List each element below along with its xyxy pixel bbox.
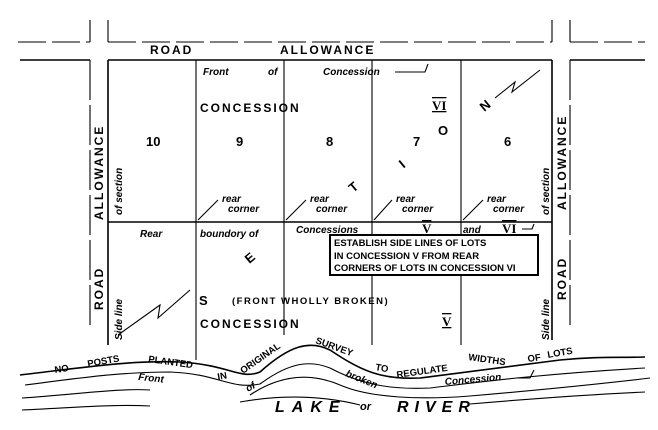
lot-6: 6 bbox=[504, 134, 511, 149]
right-allowance-label: ALLOWANCE bbox=[555, 115, 569, 210]
concession-v-numeral: V bbox=[442, 314, 452, 329]
water-river: RIVER bbox=[397, 399, 476, 416]
letter-o: O bbox=[438, 123, 448, 138]
rear-label: rear bbox=[310, 194, 330, 205]
corner-label: corner bbox=[402, 204, 434, 215]
lot-7: 7 bbox=[413, 134, 420, 149]
of-word: of bbox=[268, 67, 279, 78]
water-or: or bbox=[360, 401, 372, 413]
broken-front-arrow bbox=[517, 369, 535, 379]
broken-front-of: of bbox=[244, 380, 259, 395]
shore-word: NO bbox=[54, 363, 70, 376]
shore-word: PLANTED bbox=[148, 354, 194, 371]
front-word: Front bbox=[203, 67, 229, 78]
corner-label: corner bbox=[316, 204, 348, 215]
letter-s: S bbox=[199, 293, 208, 308]
rear-arrow bbox=[522, 223, 535, 230]
lot-10: 10 bbox=[146, 134, 160, 149]
letter-t: T bbox=[346, 179, 362, 196]
rear-boundary-v: V bbox=[422, 221, 432, 236]
section-arrow-top bbox=[494, 69, 541, 99]
right-road-label: ROAD bbox=[555, 257, 569, 300]
left-allowance-label: ALLOWANCE bbox=[92, 125, 106, 220]
concession-word: Concession bbox=[323, 67, 380, 78]
letter-e: E bbox=[242, 249, 259, 266]
rear-boundary-concessions: Concessions bbox=[296, 225, 359, 236]
top-allowance-label: ALLOWANCE bbox=[280, 43, 375, 57]
rear-label: rear bbox=[222, 194, 242, 205]
rear-boundary-of: boundory of bbox=[200, 229, 260, 240]
shore-word: LOTS bbox=[547, 346, 574, 361]
letter-n: N bbox=[477, 97, 494, 115]
note-line-3: CORNERS OF LOTS IN CONCESSION VI bbox=[334, 263, 516, 274]
shoreline-waves bbox=[19, 344, 651, 411]
note-line-1: ESTABLISH SIDE LINES OF LOTS bbox=[334, 238, 486, 249]
rear-boundary-and: and bbox=[463, 225, 482, 236]
water-lake: LAKE bbox=[275, 399, 347, 416]
shore-word: TO bbox=[374, 362, 389, 375]
rear-corner-labels: rear corner rear corner rear corner rear… bbox=[197, 194, 525, 221]
section-arrow-bottom bbox=[117, 289, 191, 336]
letter-i: I bbox=[396, 157, 408, 171]
note-line-2: IN CONCESSION V FROM REAR bbox=[334, 251, 479, 262]
left-road-label: ROAD bbox=[92, 267, 106, 310]
rear-label: rear bbox=[487, 194, 507, 205]
lot-grid bbox=[107, 59, 553, 360]
rear-boundary-rear: Rear bbox=[140, 229, 163, 240]
road-lines bbox=[18, 20, 645, 330]
lot-9: 9 bbox=[236, 134, 243, 149]
broken-front-concession: Concession bbox=[444, 372, 501, 388]
right-side-line: Side line bbox=[541, 298, 552, 340]
right-of-section: of section bbox=[541, 168, 552, 215]
shore-word: POSTS bbox=[87, 354, 121, 370]
front-arrow bbox=[395, 63, 429, 73]
broken-front-front: Front bbox=[138, 372, 165, 386]
shore-word: SURVEY bbox=[314, 335, 355, 359]
corner-label: corner bbox=[228, 204, 260, 215]
concession-vi-numeral: VI bbox=[432, 98, 446, 113]
left-side-line: Side line bbox=[114, 298, 125, 340]
concession-vi-label: CONCESSION bbox=[200, 101, 301, 115]
note-box: ESTABLISH SIDE LINES OF LOTS IN CONCESSI… bbox=[329, 234, 539, 276]
lot-8: 8 bbox=[326, 134, 333, 149]
left-of-section: of section bbox=[114, 168, 125, 215]
shore-word: IN bbox=[217, 370, 228, 383]
rear-boundary-vi: VI bbox=[502, 221, 516, 236]
front-wholly-broken: (FRONT WHOLLY BROKEN) bbox=[232, 296, 389, 307]
shore-word: WIDTHS bbox=[468, 352, 507, 368]
rear-label: rear bbox=[396, 194, 416, 205]
top-road-label: ROAD bbox=[150, 43, 193, 57]
corner-label: corner bbox=[493, 204, 525, 215]
concession-v-label: CONCESSION bbox=[200, 317, 301, 331]
shore-word: OF bbox=[527, 352, 542, 365]
